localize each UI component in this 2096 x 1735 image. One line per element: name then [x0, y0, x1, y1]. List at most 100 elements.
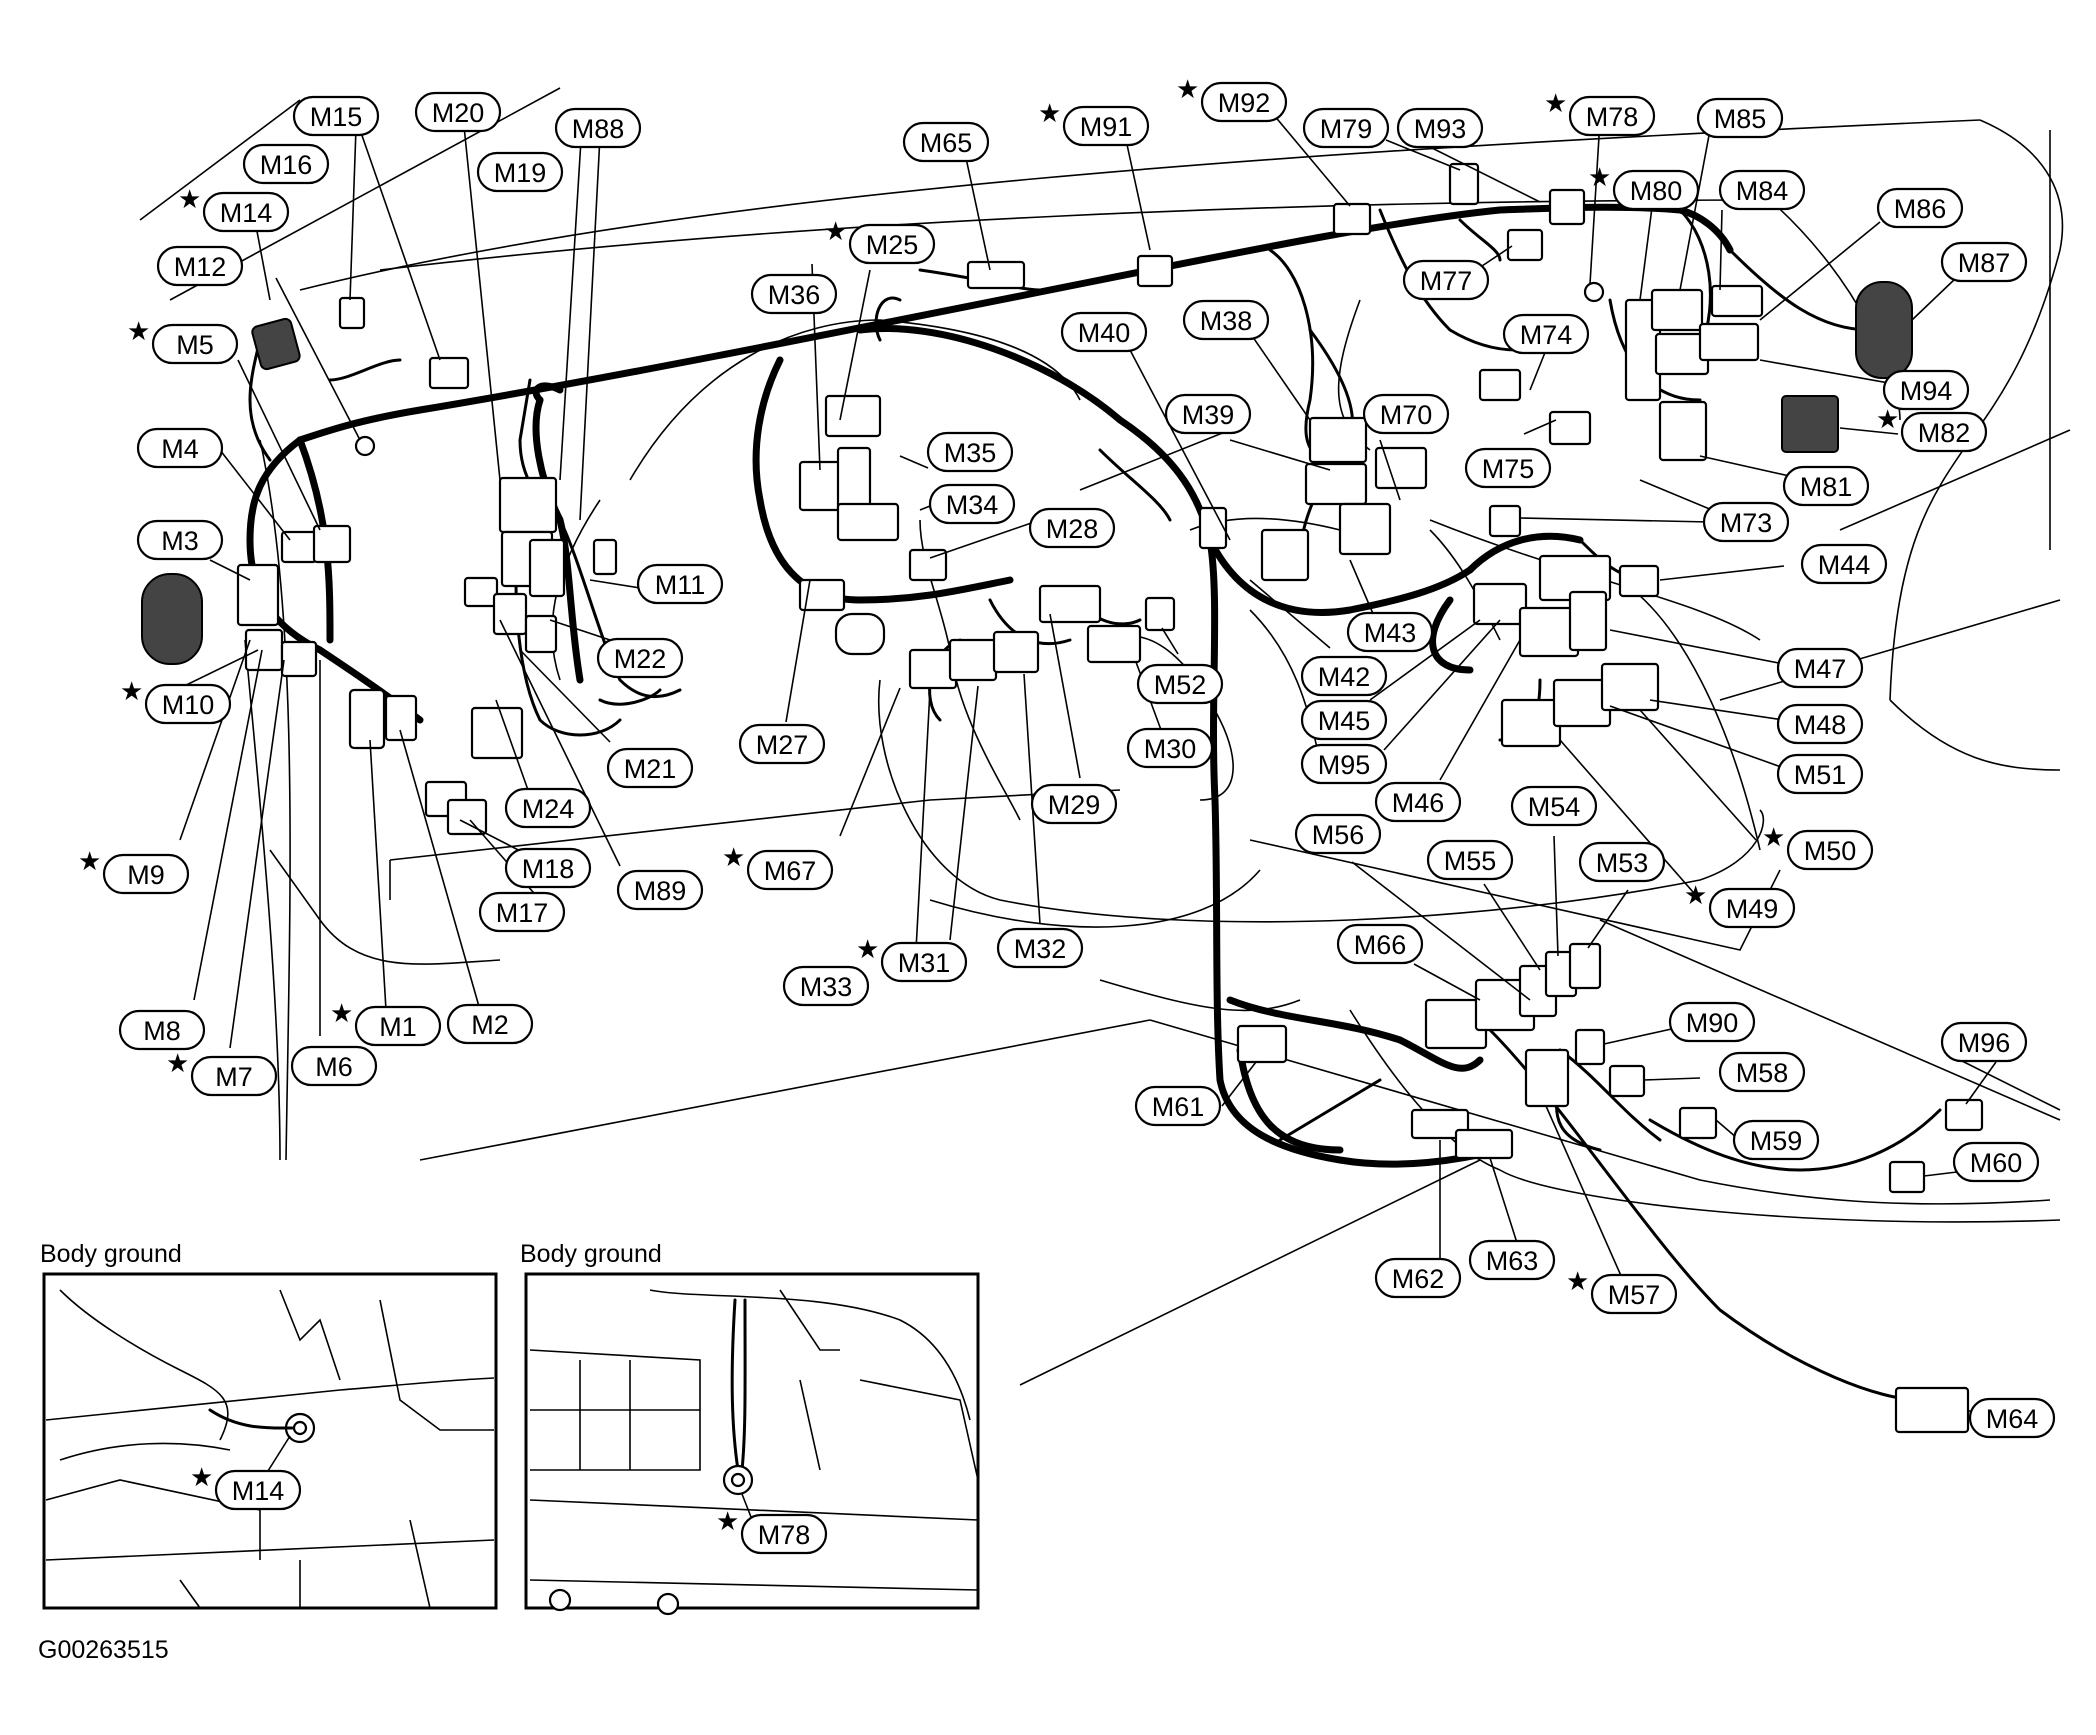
connector-label-text: M14 [220, 198, 273, 228]
connector-label-m10: M10★ [120, 677, 232, 725]
connector-label-m88: M88 [554, 107, 642, 149]
connector-label-m11: M11 [636, 563, 724, 605]
connector-label-m46: M46 [1374, 781, 1462, 823]
connector-label-text: M84 [1736, 176, 1789, 206]
connector-label-text: M32 [1014, 934, 1067, 964]
connector-label-m66: M66 [1336, 923, 1424, 965]
connector-label-m58: M58 [1718, 1051, 1806, 1093]
connector-label-text: M35 [944, 438, 997, 468]
connector-label-m81: M81 [1782, 465, 1870, 507]
connector-label-text: M4 [161, 434, 199, 464]
connector-label-m25: M25★ [824, 217, 936, 265]
connector-labels: M1★M2M3M4M5★M6M7★M8M9★M10★M11M12M14★M15M… [78, 75, 2056, 1555]
connector-label-text: M44 [1818, 550, 1871, 580]
connector-label-text: M39 [1182, 400, 1235, 430]
connector-label-text: M16 [260, 150, 313, 180]
connector-label-text: M96 [1958, 1028, 2011, 1058]
connector-label-m82: M82★ [1876, 405, 1988, 453]
connector-label-text: M21 [624, 754, 677, 784]
connector-label-text: M89 [634, 876, 687, 906]
star-marker: ★ [166, 1049, 189, 1079]
connector-label-m4: M4 [136, 427, 224, 469]
connector-label-text: M1 [379, 1012, 417, 1042]
connector-label-text: M81 [1800, 472, 1853, 502]
connector-label-m50: M50★ [1762, 823, 1874, 871]
leader-lines [175, 107, 1997, 1419]
connector-label-m56: M56 [1294, 813, 1382, 855]
connector-label-text: M42 [1318, 662, 1371, 692]
connector-label-m47: M47 [1776, 647, 1864, 689]
connector-label-text: M6 [315, 1052, 353, 1082]
connector-label-m78: M78★ [716, 1507, 828, 1555]
connector-label-m44: M44 [1800, 543, 1888, 585]
inset-caption: Body ground [520, 1240, 662, 1268]
connector-label-m54: M54 [1510, 785, 1598, 827]
connector-label-text: M57 [1608, 1280, 1661, 1310]
connector-label-text: M55 [1444, 846, 1497, 876]
connectors [141, 162, 1984, 1434]
connector-label-m7: M7★ [166, 1049, 278, 1097]
connector-label-m16: M16 [242, 143, 330, 185]
connector-label-text: M52 [1154, 670, 1207, 700]
connector-label-m30: M30 [1126, 727, 1214, 769]
star-marker: ★ [330, 999, 353, 1029]
star-marker: ★ [856, 935, 879, 965]
connector-label-m24: M24 [504, 787, 592, 829]
star-marker: ★ [716, 1507, 739, 1537]
connector-label-m28: M28 [1028, 507, 1116, 549]
connector-label-m64: M64 [1968, 1397, 2056, 1439]
connector-label-m35: M35 [926, 431, 1014, 473]
connector-label-text: M47 [1794, 654, 1847, 684]
connector-label-text: M70 [1380, 400, 1433, 430]
connector-label-m33: M33 [782, 965, 870, 1007]
connector-label-text: M77 [1420, 266, 1473, 296]
connector-label-text: M18 [522, 854, 575, 884]
connector-label-text: M28 [1046, 514, 1099, 544]
connector-label-m62: M62 [1374, 1257, 1462, 1299]
connector-label-m67: M67★ [722, 843, 834, 891]
connector-label-text: M59 [1750, 1126, 1803, 1156]
star-marker: ★ [1762, 823, 1785, 853]
connector-label-m79: M79 [1302, 107, 1390, 149]
connector-label-text: M87 [1958, 248, 2011, 278]
connector-label-text: M27 [756, 730, 809, 760]
connector-label-text: M20 [432, 98, 485, 128]
connector-label-m18: M18 [504, 847, 592, 889]
star-marker: ★ [78, 847, 101, 877]
connector-label-m86: M86 [1876, 187, 1964, 229]
connector-label-m12: M12 [156, 245, 244, 287]
connector-label-text: M40 [1078, 318, 1131, 348]
star-marker: ★ [722, 843, 745, 873]
connector-label-text: M48 [1794, 710, 1847, 740]
connector-label-m34: M34 [928, 483, 1016, 525]
connector-label-text: M14 [232, 1476, 285, 1506]
connector-label-m94: M94 [1882, 369, 1970, 411]
connector-label-text: M30 [1144, 734, 1197, 764]
connector-label-m90: M90 [1668, 1001, 1756, 1043]
connector-label-text: M86 [1894, 194, 1947, 224]
star-marker: ★ [1176, 75, 1199, 105]
connector-label-text: M88 [572, 114, 625, 144]
connector-label-text: M75 [1482, 454, 1535, 484]
connector-label-m42: M42 [1300, 655, 1388, 697]
connector-label-m38: M38 [1182, 299, 1270, 341]
connector-label-m5: M5★ [127, 317, 239, 365]
connector-label-text: M43 [1364, 618, 1417, 648]
star-marker: ★ [190, 1463, 213, 1493]
connector-label-m61: M61 [1134, 1085, 1222, 1127]
connector-label-m2: M2 [446, 1003, 534, 1045]
star-marker: ★ [1038, 99, 1061, 129]
connector-label-text: M31 [898, 948, 951, 978]
connector-label-text: M60 [1970, 1148, 2023, 1178]
connector-label-m74: M74 [1502, 313, 1590, 355]
connector-label-text: M62 [1392, 1264, 1445, 1294]
star-marker: ★ [824, 217, 847, 247]
connector-label-m20: M20 [414, 91, 502, 133]
connector-label-text: M64 [1986, 1404, 2039, 1434]
connector-label-m32: M32 [996, 927, 1084, 969]
connector-label-text: M65 [920, 128, 973, 158]
connector-label-m22: M22 [596, 637, 684, 679]
connector-label-text: M94 [1900, 376, 1953, 406]
connector-label-m55: M55 [1426, 839, 1514, 881]
connector-label-text: M33 [800, 972, 853, 1002]
